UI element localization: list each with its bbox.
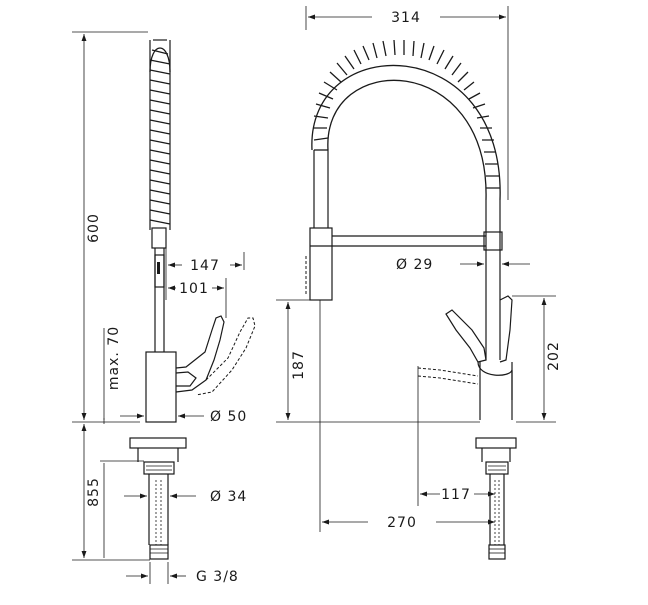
dim-max70-label: max. 70 xyxy=(106,326,122,390)
dim-202-label: 202 xyxy=(546,341,562,371)
front-view: 314 Ø 29 187 202 117 270 xyxy=(276,6,562,560)
front-spring-arch xyxy=(311,39,501,201)
front-body xyxy=(417,200,517,560)
dim-dia34-label: Ø 34 xyxy=(210,489,247,505)
side-body xyxy=(129,227,256,560)
front-sprayer xyxy=(305,150,333,301)
dim-101-label: 101 xyxy=(179,281,209,297)
dim-187-label: 187 xyxy=(291,350,307,380)
dim-dia50-label: Ø 50 xyxy=(210,409,247,425)
side-spring-coil xyxy=(149,39,171,230)
side-view: 600 max. 70 855 147 101 Ø 50 Ø 34 xyxy=(72,31,256,585)
dim-dia29-label: Ø 29 xyxy=(396,257,433,273)
dim-thread-label: G 3/8 xyxy=(196,569,239,585)
dim-855-label: 855 xyxy=(86,477,102,507)
dim-600-label: 600 xyxy=(86,213,102,243)
dim-147-label: 147 xyxy=(190,258,220,274)
dim-117-label: 117 xyxy=(441,487,471,503)
dim-270-label: 270 xyxy=(387,515,417,531)
dim-314-label: 314 xyxy=(391,10,421,26)
